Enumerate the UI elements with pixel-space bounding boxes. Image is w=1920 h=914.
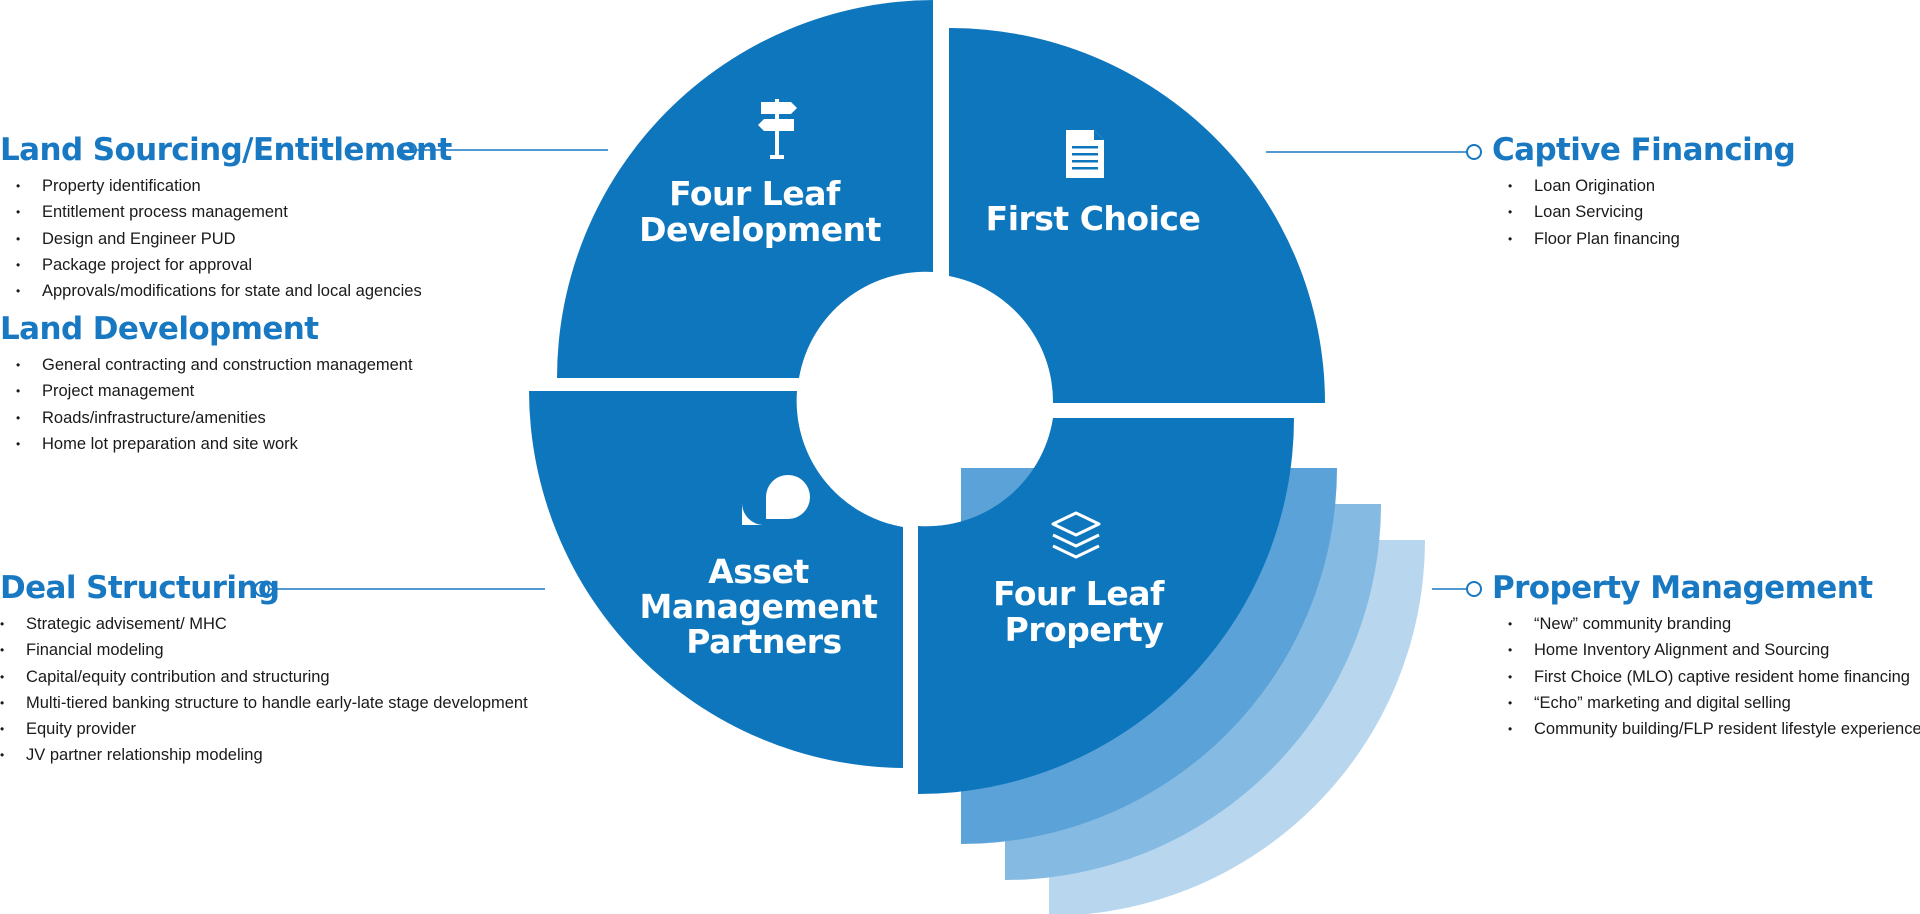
connector-dot-deal-structuring <box>254 581 270 597</box>
layers-icon <box>1051 511 1101 559</box>
label-asset-management-partners: Asset Management Partners <box>640 552 889 661</box>
list-item: Design and Engineer PUD <box>0 226 452 253</box>
list-item: General contracting and construction man… <box>0 352 413 379</box>
list-item: Package project for approval <box>0 252 452 279</box>
list-item: Approvals/modifications for state and lo… <box>0 278 452 305</box>
segment-four-leaf-property[interactable] <box>918 418 1294 794</box>
list-item: Project management <box>0 378 413 405</box>
label-first-choice: First Choice <box>986 199 1201 238</box>
segment-asset-management-partners[interactable] <box>529 391 903 768</box>
label-four-leaf-development: Four Leaf Development <box>639 174 882 249</box>
connector-dot-property-management <box>1466 581 1482 597</box>
list-item: Roads/infrastructure/amenities <box>0 405 413 432</box>
segment-four-leaf-development[interactable] <box>557 0 933 378</box>
list-item: Community building/FLP resident lifestyl… <box>1492 716 1920 743</box>
segment-first-choice[interactable] <box>949 27 1325 404</box>
list-item: Multi-tiered banking structure to handle… <box>0 690 528 717</box>
list-item: Equity provider <box>0 716 528 743</box>
connector-dot-land-sourcing <box>401 142 417 158</box>
list-item: Floor Plan financing <box>1492 226 1795 253</box>
list-land-development: General contracting and construction man… <box>0 352 413 457</box>
list-item: Property identification <box>0 173 452 200</box>
list-land-sourcing: Property identification Entitlement proc… <box>0 173 452 305</box>
panel-land-development: Land Development General contracting and… <box>0 311 413 457</box>
signpost-icon <box>758 99 797 159</box>
document-icon <box>1066 130 1104 178</box>
list-deal-structuring: Strategic advisement/ MHC Financial mode… <box>0 611 528 769</box>
connector-dot-captive-financing <box>1466 144 1482 160</box>
heading-captive-financing: Captive Financing <box>1492 132 1796 168</box>
list-item: First Choice (MLO) captive resident home… <box>1492 664 1920 691</box>
list-item: Loan Origination <box>1492 173 1795 200</box>
list-item: JV partner relationship modeling <box>0 742 528 769</box>
heading-land-sourcing: Land Sourcing/Entitlement <box>0 132 452 168</box>
list-item: Financial modeling <box>0 637 528 664</box>
pie-chart-icon <box>742 475 810 525</box>
panel-land-sourcing: Land Sourcing/Entitlement Property ident… <box>0 132 452 305</box>
panel-property-management: Property Management “New” community bran… <box>1492 570 1920 743</box>
list-item: Capital/equity contribution and structur… <box>0 664 528 691</box>
heading-deal-structuring: Deal Structuring <box>0 570 280 606</box>
label-four-leaf-property: Four Leaf Property <box>993 574 1175 649</box>
panel-captive-financing: Captive Financing Loan Origination Loan … <box>1492 132 1796 252</box>
list-item: Loan Servicing <box>1492 199 1795 226</box>
list-item: Home Inventory Alignment and Sourcing <box>1492 637 1920 664</box>
list-captive-financing: Loan Origination Loan Servicing Floor Pl… <box>1492 173 1795 252</box>
heading-property-management: Property Management <box>1492 570 1873 606</box>
list-item: Strategic advisement/ MHC <box>0 611 528 638</box>
heading-land-development: Land Development <box>0 311 319 347</box>
list-item: “New” community branding <box>1492 611 1920 638</box>
panel-deal-structuring: Deal Structuring Strategic advisement/ M… <box>0 570 528 769</box>
list-property-management: “New” community branding Home Inventory … <box>1492 611 1920 743</box>
list-item: Entitlement process management <box>0 199 452 226</box>
list-item: Home lot preparation and site work <box>0 431 413 458</box>
list-item: “Echo” marketing and digital selling <box>1492 690 1920 717</box>
